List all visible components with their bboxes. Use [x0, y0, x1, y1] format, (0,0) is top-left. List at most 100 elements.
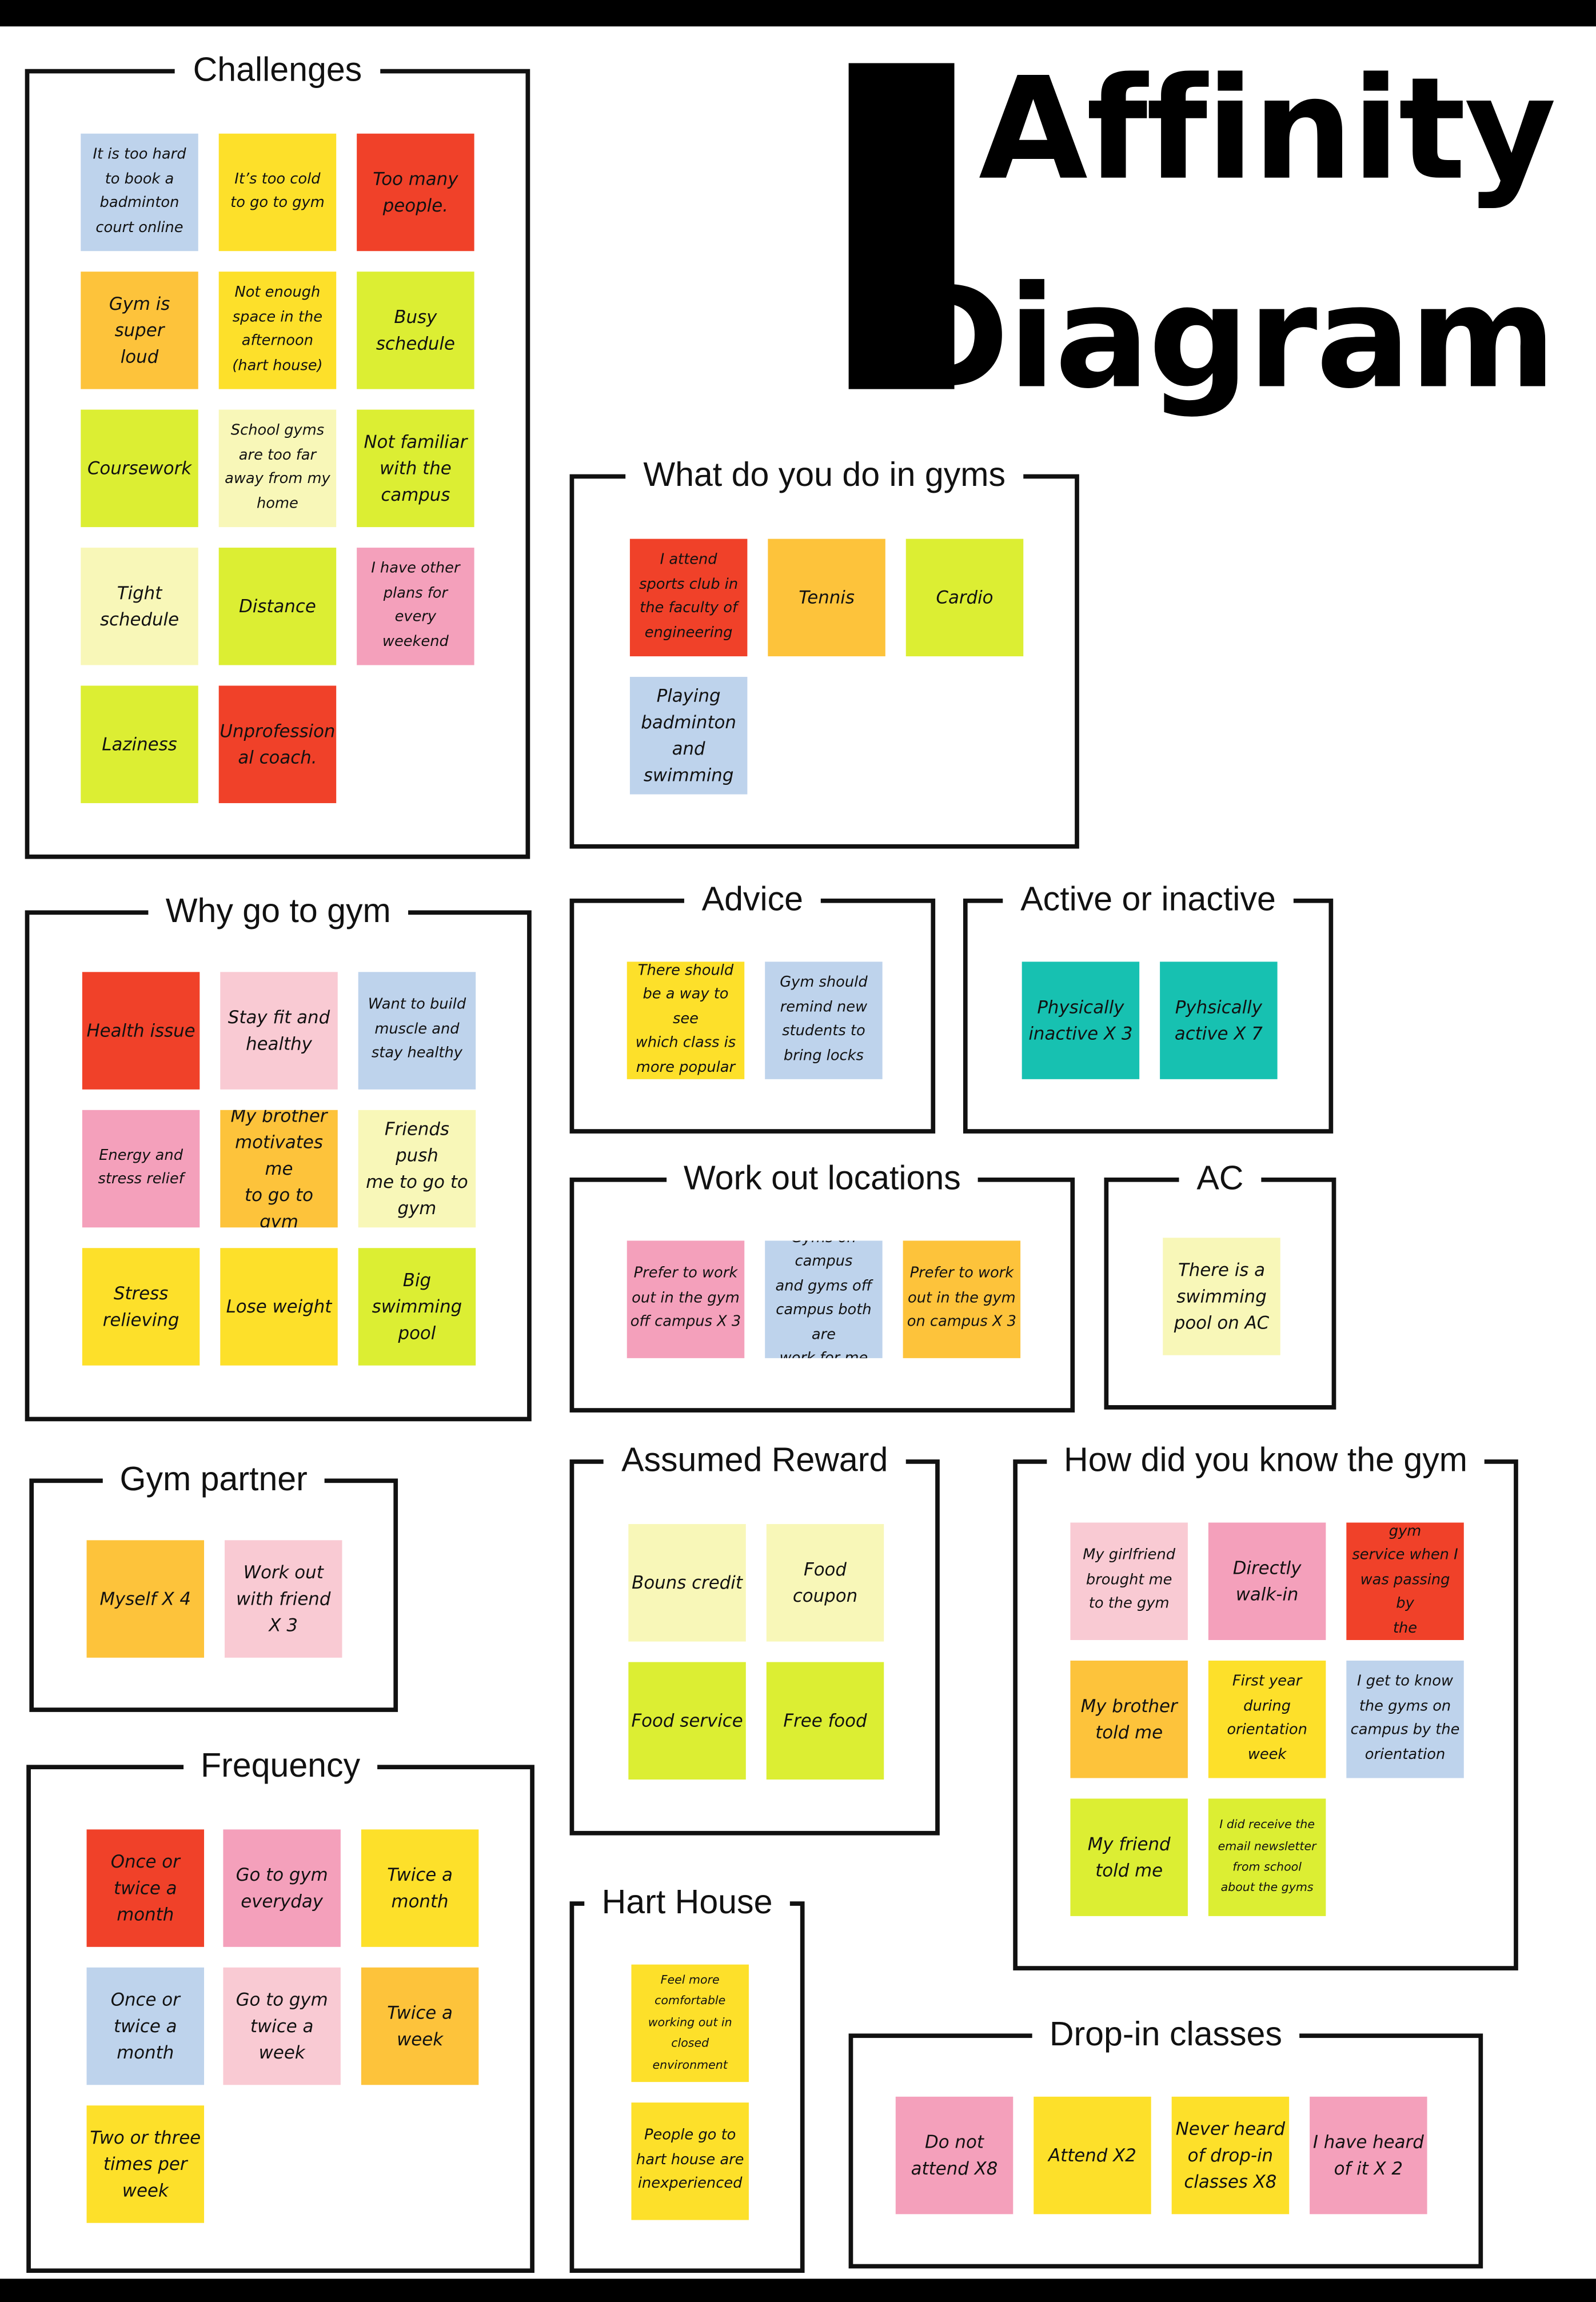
group-title: AC	[1108, 1157, 1331, 1198]
sticky-note[interactable]: Tennis	[768, 538, 885, 657]
sticky-note[interactable]: Myself X 4	[86, 1540, 205, 1658]
sticky-note[interactable]: Physically inactive X 3	[1022, 962, 1140, 1079]
group-ac: AC	[1104, 1158, 1336, 1410]
group-title-text: Challenges	[175, 50, 380, 89]
sticky-note[interactable]: Cardio	[905, 538, 1024, 657]
group-title: Hart House	[574, 1881, 800, 1922]
sticky-note[interactable]: Twice a week	[361, 1967, 479, 2085]
sticky-note[interactable]: Stress relieving	[82, 1248, 200, 1366]
group-partner: Gym partner	[29, 1459, 398, 1712]
group-title-text: Assumed Reward	[604, 1441, 906, 1479]
group-title-text: Why go to gym	[147, 891, 409, 929]
group-title: Drop-in classes	[853, 2013, 1478, 2054]
group-title: Gym partner	[34, 1458, 393, 1499]
group-title-text: Hart House	[584, 1882, 791, 1921]
sticky-note[interactable]: I get to know the gyms on campus by the …	[1346, 1660, 1464, 1778]
sticky-note[interactable]: I have other plans for every weekend	[357, 548, 474, 665]
sticky-note[interactable]: Go to gym twice a week	[223, 1967, 341, 2085]
group-frequency: Frequency	[26, 1745, 534, 2273]
sticky-note[interactable]: Food coupon	[766, 1524, 884, 1642]
sticky-note[interactable]: Never heard of drop-in classes X8	[1171, 2096, 1290, 2215]
group-title: Challenges	[29, 49, 525, 90]
top-border-bar	[0, 0, 1596, 27]
sticky-note[interactable]: People go to hart house are inexperience…	[631, 2102, 749, 2220]
group-title: Active or inactive	[968, 878, 1329, 919]
sticky-note[interactable]: Directly walk-in	[1208, 1522, 1326, 1641]
sticky-note[interactable]: Coursework	[81, 409, 198, 528]
sticky-note[interactable]: Work out with friend X 3	[224, 1540, 342, 1658]
sticky-note[interactable]: Prefer to work out in the gym off campus…	[627, 1240, 745, 1358]
sticky-note[interactable]: My brother motivates me to go to gym	[220, 1110, 338, 1228]
group-title-text: Gym partner	[102, 1459, 325, 1498]
group-title-text: Active or inactive	[1003, 879, 1294, 918]
group-dropin: Drop-in classes	[848, 2014, 1483, 2269]
sticky-note[interactable]: Busy schedule	[357, 272, 474, 389]
group-title-text: What do you do in gyms	[625, 455, 1023, 494]
sticky-note[interactable]: Go to gym everyday	[223, 1829, 341, 1947]
sticky-note[interactable]: I have heard of it X 2	[1310, 2096, 1427, 2215]
bottom-border-bar	[0, 2279, 1596, 2302]
sticky-note[interactable]: Pyhsically active X 7	[1160, 962, 1278, 1079]
sticky-note[interactable]: Twice a month	[361, 1829, 479, 1947]
sticky-note[interactable]: There should be a way to see which class…	[627, 962, 745, 1079]
sticky-note[interactable]: Gym should remind new students to bring …	[765, 962, 883, 1079]
group-challenges: Challenges	[25, 50, 530, 859]
page-title-line2: Diagram	[892, 255, 1557, 420]
sticky-note[interactable]: Once or twice a month	[86, 1829, 205, 1947]
group-hart: Hart House	[569, 1882, 805, 2273]
sticky-note[interactable]: Lose weight	[220, 1248, 338, 1366]
sticky-note[interactable]: First year during orientation week	[1208, 1660, 1326, 1778]
sticky-note[interactable]: Once or twice a month	[86, 1967, 205, 2085]
page-title-line1: Affinity	[979, 47, 1557, 212]
group-title-text: Work out locations	[666, 1158, 979, 1197]
sticky-note[interactable]: Bouns credit	[628, 1524, 746, 1642]
sticky-note[interactable]: Do not attend X8	[895, 2096, 1014, 2215]
sticky-note[interactable]: Distance	[218, 548, 337, 665]
sticky-note[interactable]: Not familiar with the campus	[357, 409, 474, 528]
group-title: How did you know the gym	[1018, 1439, 1514, 1480]
group-reward: Assumed Reward	[569, 1441, 940, 1836]
sticky-note[interactable]: My brother told me	[1070, 1660, 1188, 1778]
group-active: Active or inactive	[963, 879, 1334, 1134]
group-title-text: Drop-in classes	[1032, 2014, 1300, 2053]
sticky-note[interactable]: My friend told me	[1070, 1798, 1188, 1916]
sticky-note[interactable]: Want to build muscle and stay healthy	[358, 972, 476, 1090]
sticky-note[interactable]: It’s too cold to go to gym	[218, 133, 337, 252]
sticky-note[interactable]: It is too hard to book a badminton court…	[81, 133, 198, 252]
sticky-note[interactable]: My girlfriend brought me to the gym	[1070, 1522, 1188, 1641]
sticky-note[interactable]: Food service	[628, 1662, 746, 1780]
sticky-note[interactable]: Two or three times per week	[86, 2105, 205, 2223]
group-title: What do you do in gyms	[574, 454, 1075, 495]
group-title: Frequency	[31, 1744, 530, 1785]
sticky-note[interactable]: Attend X2	[1034, 2096, 1151, 2215]
sticky-note[interactable]: Feel more comfortable working out in clo…	[631, 1964, 749, 2082]
sticky-note[interactable]: Not enough space in the afternoon (hart …	[218, 272, 337, 389]
sticky-note[interactable]: Stay fit and healthy	[220, 972, 338, 1090]
group-title: Assumed Reward	[574, 1439, 935, 1480]
sticky-note[interactable]: Unprofession al coach.	[218, 685, 337, 803]
group-title: Advice	[574, 878, 931, 919]
group-title-text: Advice	[684, 879, 821, 918]
sticky-note[interactable]: Free food	[766, 1662, 884, 1780]
sticky-note[interactable]: Gym is super loud	[81, 272, 198, 389]
sticky-note[interactable]: Big swimming pool	[358, 1248, 476, 1366]
sticky-note[interactable]: School gyms are too far away from my hom…	[218, 409, 337, 528]
group-title-text: How did you know the gym	[1046, 1441, 1485, 1479]
sticky-note[interactable]: I did receive the email newsletter from …	[1208, 1798, 1326, 1916]
sticky-note[interactable]: Too many people.	[357, 133, 474, 252]
sticky-note[interactable]: Prefer to work out in the gym on campus …	[903, 1240, 1021, 1358]
group-locations: Work out locations	[569, 1158, 1075, 1413]
sticky-note[interactable]: Health issue	[82, 972, 200, 1090]
sticky-note[interactable]: There is a swimming pool on AC	[1163, 1238, 1280, 1355]
sticky-note[interactable]: Laziness	[81, 685, 198, 803]
sticky-note[interactable]: I found the gym service when I was passi…	[1346, 1522, 1464, 1641]
group-title-text: AC	[1179, 1158, 1262, 1197]
group-title: Work out locations	[574, 1157, 1070, 1198]
group-advice: Advice	[569, 879, 936, 1134]
sticky-note[interactable]: I attend sports club in the faculty of e…	[629, 538, 748, 657]
sticky-note[interactable]: Energy and stress relief	[82, 1110, 200, 1228]
sticky-note[interactable]: Playing badminton and swimming	[629, 677, 748, 795]
sticky-note[interactable]: Friends push me to go to gym	[358, 1110, 476, 1228]
sticky-note[interactable]: Tight schedule	[81, 548, 198, 665]
